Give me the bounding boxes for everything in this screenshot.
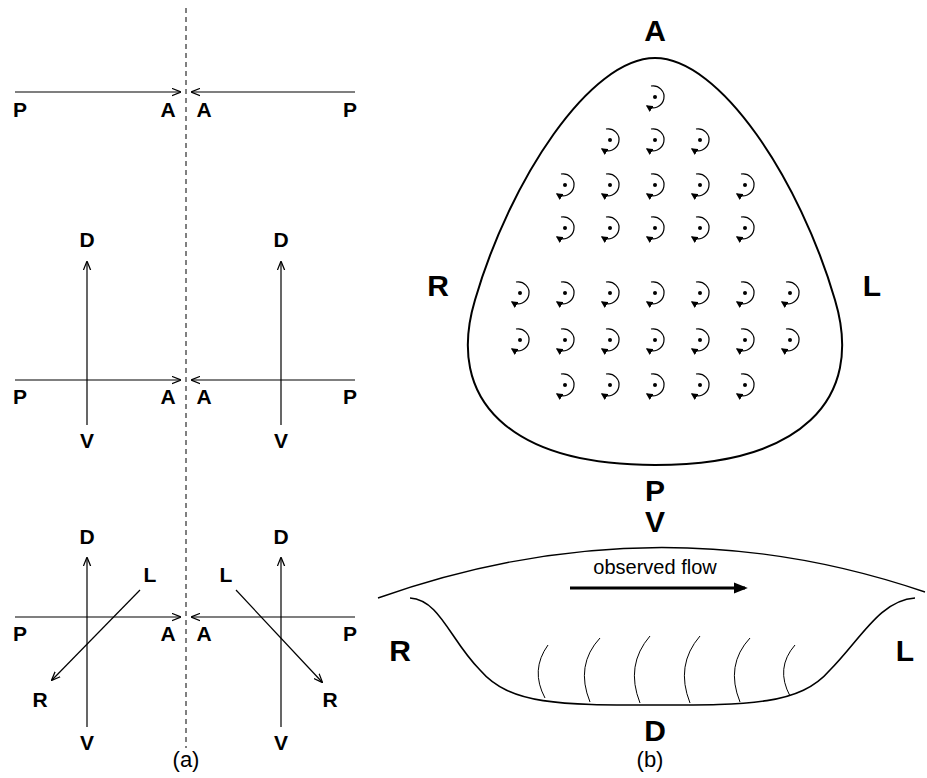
rotation-symbol	[692, 374, 709, 396]
axis-label: A	[160, 385, 175, 408]
rotation-symbol	[557, 329, 574, 351]
axes	[15, 92, 355, 727]
rotation-symbol	[692, 174, 709, 196]
rotation-symbol	[602, 129, 619, 151]
rotation-symbol	[512, 282, 529, 304]
axis-label: P	[343, 385, 357, 408]
ventral-surface	[378, 547, 925, 598]
flow-arrow	[570, 587, 745, 590]
axis-label: P	[343, 98, 357, 121]
rotation-symbol	[557, 374, 574, 396]
rotation-symbol	[602, 174, 619, 196]
axis-label: V	[645, 505, 665, 538]
rotation-symbol	[647, 282, 664, 304]
rotation-symbol	[557, 217, 574, 239]
axis-label: A	[196, 385, 211, 408]
axis-label: P	[13, 622, 27, 645]
axis-label: P	[343, 622, 357, 645]
rotation-symbol	[692, 217, 709, 239]
cross-section	[410, 598, 915, 705]
rotation-symbol	[692, 329, 709, 351]
rotation-symbols	[512, 86, 799, 396]
flow-label: observed flow	[591, 556, 718, 578]
axis-label: A	[196, 98, 211, 121]
rotation-symbol	[647, 374, 664, 396]
axis-label: P	[645, 474, 665, 507]
axis-label: R	[32, 688, 47, 711]
rotation-symbol	[692, 282, 709, 304]
axis-label: A	[160, 98, 175, 121]
axis-label: V	[80, 731, 94, 754]
rotation-symbol	[647, 174, 664, 196]
body-outline	[468, 58, 842, 465]
axis-label: A	[160, 622, 175, 645]
axis-label: D	[79, 525, 94, 548]
rotation-symbol	[737, 374, 754, 396]
rotation-symbol	[557, 174, 574, 196]
rotation-symbol	[602, 329, 619, 351]
axis-label: L	[220, 563, 233, 586]
axis-label: V	[274, 429, 288, 452]
rotation-symbol	[737, 282, 754, 304]
cilia	[538, 636, 795, 703]
axis-label: A	[644, 14, 666, 47]
divider	[186, 8, 187, 748]
rotation-symbol	[647, 329, 664, 351]
axis-label: A	[196, 622, 211, 645]
rotation-symbol	[602, 217, 619, 239]
axis-label: R	[322, 688, 337, 711]
rotation-symbol	[557, 282, 574, 304]
axis-label: V	[80, 429, 94, 452]
axis-label: V	[274, 731, 288, 754]
rotation-symbol	[647, 217, 664, 239]
axis-label: P	[13, 98, 27, 121]
rotation-symbol	[782, 329, 799, 351]
axis-label: L	[896, 634, 914, 667]
axis-label: L	[863, 269, 881, 302]
rotation-symbol	[782, 282, 799, 304]
axis-label: D	[273, 525, 288, 548]
axis-label: D	[273, 228, 288, 251]
panel-caption: (a)	[173, 748, 200, 772]
rotation-symbol	[512, 329, 529, 351]
rotation-symbol	[737, 217, 754, 239]
axis-label: R	[427, 269, 449, 302]
rotation-symbol	[602, 374, 619, 396]
rotation-symbol	[692, 129, 709, 151]
axis-label: D	[79, 228, 94, 251]
axis-label: P	[13, 385, 27, 408]
rotation-symbol	[737, 329, 754, 351]
rotation-symbol	[647, 86, 664, 108]
rotation-symbol	[647, 129, 664, 151]
axis-label: D	[644, 714, 666, 747]
rotation-symbol	[737, 174, 754, 196]
rotation-symbol	[602, 282, 619, 304]
axis-label: R	[389, 634, 411, 667]
axis-label: L	[144, 563, 157, 586]
panel-caption: (b)	[637, 748, 664, 772]
